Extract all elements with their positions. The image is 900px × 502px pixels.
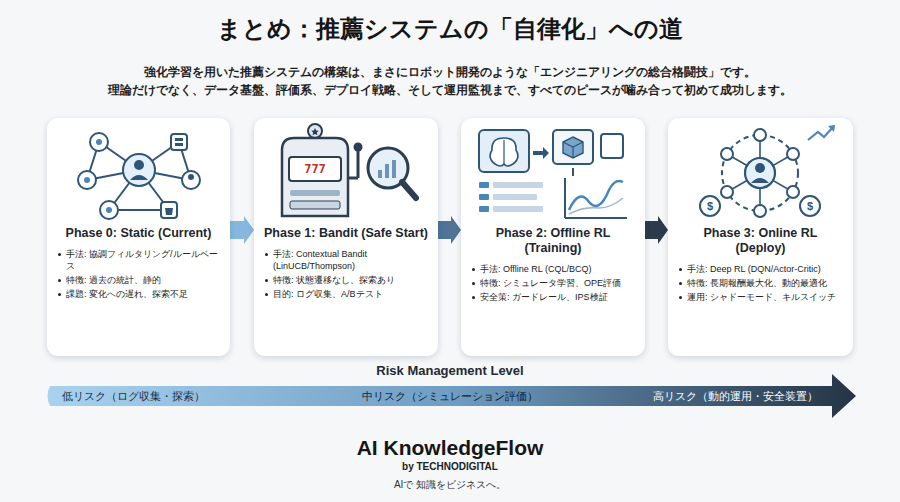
- phase-bullet: 手法: Contextual Bandit (LinUCB/Thompson): [264, 248, 428, 272]
- risk-level-text: 低リスク（ログ収集・探索）: [62, 390, 205, 403]
- bullet-dot: [58, 279, 61, 282]
- phase-bullet: 特徴: 状態遷移なし、探索あり: [264, 274, 428, 286]
- phase-card: Phase 1: Bandit (Safe Start) 手法: Contextu…: [254, 118, 438, 356]
- subtitle-text: 強化学習を用いた推薦システムの構築は、まさにロボット開発のような「エンジニアリン…: [144, 65, 756, 79]
- bullet-dot: [265, 279, 268, 282]
- phase-bullet: 安全策: ガードレール、IPS検証: [471, 291, 635, 303]
- phase-icon: [461, 118, 645, 224]
- brand-byline: by TECHNODIGITAL: [402, 461, 498, 473]
- flow-arrow: [438, 216, 461, 244]
- phase-bullet: 手法: 協調フィルタリング/ルールベース: [57, 248, 220, 272]
- phase-heading: Phase 2: Offline RL (Training): [471, 226, 635, 256]
- phase-bullet: 特徴: シミュレータ学習、OPE評価: [471, 277, 635, 289]
- brand-name: AI KnowledgeFlow: [357, 435, 544, 460]
- phase-icon: [668, 118, 853, 224]
- phase-card: Phase 3: Online RL (Deploy) 手法: Deep RL (…: [668, 118, 853, 356]
- phase-icon: [47, 118, 230, 224]
- phase-card: Phase 0: Static (Current) 手法: 協調フィルタリング/ル…: [47, 118, 230, 356]
- phase-heading: Phase 0: Static (Current): [57, 226, 220, 241]
- phase-bullet: 手法: Offline RL (CQL/BCQ): [471, 263, 635, 275]
- phase-bullet: 特徴: 長期報酬最大化、動的最適化: [678, 277, 843, 289]
- phase-heading: Phase 1: Bandit (Safe Start): [264, 226, 428, 241]
- bullet-dot: [679, 282, 682, 285]
- bullet-dot: [472, 268, 475, 271]
- bullet-dot: [472, 282, 475, 285]
- phase-heading: Phase 3: Online RL (Deploy): [678, 226, 843, 256]
- subtitle-text: 理論だけでなく、データ基盤、評価系、デプロイ戦略、そして運用監視まで、すべてのピ…: [108, 83, 792, 97]
- bullet-dot: [265, 293, 268, 296]
- risk-level-text: 中リスク（シミュレーション評価）: [362, 390, 538, 403]
- risk-gradient-bar: [48, 374, 857, 418]
- bullet-dot: [472, 296, 475, 299]
- phase-card: Phase 2: Offline RL (Training) 手法: Offlin…: [461, 118, 645, 356]
- bullet-dot: [265, 253, 268, 256]
- diagram-title: まとめ：推薦システムの「自律化」への道: [0, 14, 900, 44]
- currency-symbol: $: [707, 200, 713, 213]
- slot-reels: 777: [304, 162, 326, 176]
- bullet-dot: [58, 293, 61, 296]
- phase-bullet: 手法: Deep RL (DQN/Actor-Critic): [678, 263, 843, 275]
- flow-arrow: [645, 216, 668, 244]
- phase-icon: [254, 118, 438, 224]
- risk-heading: Risk Management Level: [376, 363, 523, 379]
- bullet-dot: [679, 268, 682, 271]
- bullet-dot: [679, 296, 682, 299]
- bullet-dot: [58, 253, 61, 256]
- phase-bullet: 運用: シャドーモード、キルスイッチ: [678, 291, 843, 303]
- brand-tagline: AIで 知識をビジネスへ。: [394, 479, 506, 491]
- phase-bullet: 目的: ログ収集、A/Bテスト: [264, 288, 428, 300]
- risk-level-text: 高リスク（動的運用・安全装置）: [653, 390, 818, 403]
- phase-bullet: 課題: 変化への遅れ、探索不足: [57, 288, 220, 300]
- phase-bullet: 特徴: 過去の統計、静的: [57, 274, 220, 286]
- currency-symbol: $: [807, 200, 813, 213]
- flow-arrow: [230, 216, 254, 244]
